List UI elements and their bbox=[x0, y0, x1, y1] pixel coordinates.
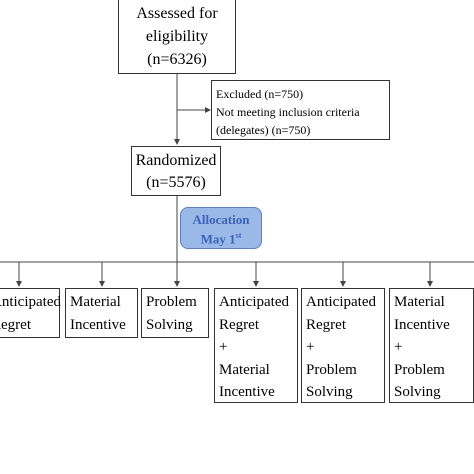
arm-4-line-4: Material bbox=[219, 361, 270, 378]
arm-5-line-1: Anticipated bbox=[306, 294, 376, 310]
arm-5-line-3: + bbox=[306, 339, 315, 355]
excluded-line-2: Not meeting inclusion criteria bbox=[216, 105, 360, 119]
arm-box-problem-solving: Problem Solving bbox=[141, 288, 209, 338]
arm-6-line-1: Material bbox=[394, 294, 445, 310]
arm-4-line-5: Incentive bbox=[219, 384, 275, 400]
arm-5-line-2: Regret bbox=[306, 316, 346, 333]
allocation-box: Allocation May 1st bbox=[180, 207, 262, 249]
allocation-line-2: May 1st bbox=[181, 228, 261, 247]
assessed-line-2: eligibility bbox=[145, 28, 209, 45]
assessed-line-3: (n=6326) bbox=[147, 51, 207, 68]
excluded-line-3: (delegates) (n=750) bbox=[216, 123, 311, 137]
randomized-line-2: (n=5576) bbox=[146, 174, 206, 191]
arm-3-line-1: Problem bbox=[146, 294, 197, 310]
arm-box-anticipated-regret: Anticipated Regret bbox=[0, 288, 61, 338]
arm-6-line-3: + bbox=[394, 339, 403, 355]
arm-6-line-4: Problem bbox=[394, 361, 445, 378]
arm-box-material-incentive: Material Incentive bbox=[65, 288, 138, 338]
arm-5-line-4: Problem bbox=[306, 361, 357, 378]
excluded-box: Excluded (n=750) Not meeting inclusion c… bbox=[211, 80, 390, 140]
assessed-line-1: Assessed for bbox=[136, 5, 218, 22]
arm-6-line-2: Incentive bbox=[394, 316, 450, 333]
arm-4-line-2: Regret bbox=[219, 316, 259, 333]
arm-5-line-5: Solving bbox=[306, 384, 353, 400]
arm-6-line-5: Solving bbox=[394, 384, 441, 400]
arm-box-regret-plus-incentive: Anticipated Regret + Material Incentive bbox=[214, 288, 298, 403]
arm-box-regret-plus-problem-solving: Anticipated Regret + Problem Solving bbox=[301, 288, 385, 403]
arm-4-line-1: Anticipated bbox=[219, 294, 289, 310]
arm-2-line-1: Material bbox=[70, 294, 121, 310]
assessed-box: Assessed for eligibility (n=6326) bbox=[118, 0, 236, 74]
excluded-line-1: Excluded (n=750) bbox=[216, 87, 304, 101]
allocation-date: May 1 bbox=[200, 231, 236, 247]
arm-2-line-2: Incentive bbox=[70, 316, 126, 333]
arm-1-line-2: Regret bbox=[0, 316, 31, 333]
arm-1-line-1: Anticipated bbox=[0, 294, 61, 310]
allocation-line-1: Allocation bbox=[192, 212, 250, 227]
randomized-line-1: Randomized bbox=[135, 152, 217, 169]
arm-box-incentive-plus-problem-solving: Material Incentive + Problem Solving bbox=[389, 288, 474, 403]
arm-3-line-2: Solving bbox=[146, 316, 193, 333]
randomized-box: Randomized (n=5576) bbox=[131, 146, 221, 196]
allocation-date-suffix: st bbox=[235, 231, 242, 240]
arm-4-line-3: + bbox=[219, 339, 228, 355]
